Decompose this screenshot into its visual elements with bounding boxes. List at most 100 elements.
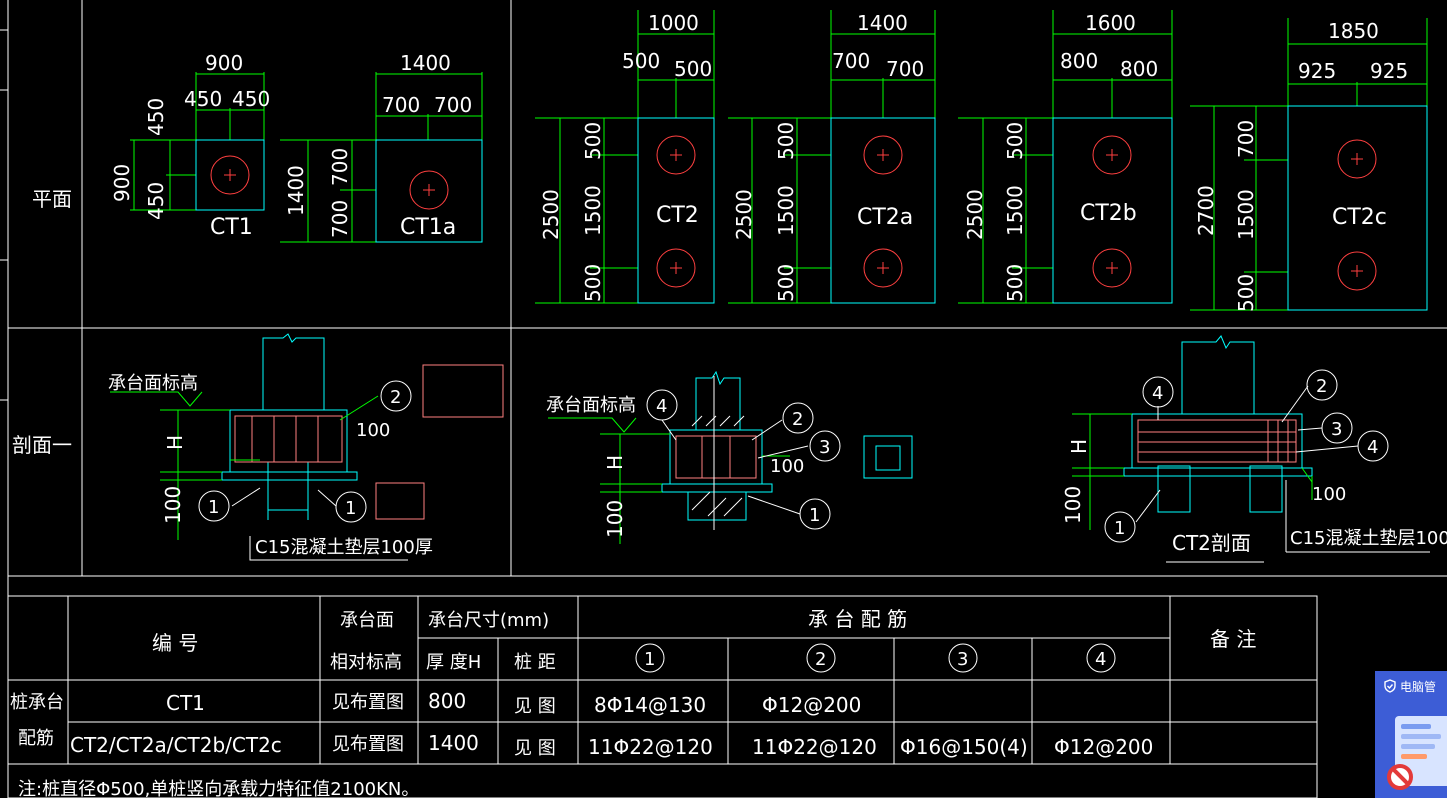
dim-left-b: 700: [328, 200, 352, 238]
dim-top-total: 900: [205, 51, 243, 75]
plan-ct2[interactable]: 1000 500 500 2500 500 1500 500 CT2: [535, 10, 715, 304]
dim-100-right: 100: [1312, 484, 1346, 505]
table-row[interactable]: CT2/CT2a/CT2b/CT2c 见布置图 1400 见 图 11Φ22@1…: [70, 731, 1153, 759]
dim-top-b: 500: [674, 57, 712, 81]
cell-id: CT2/CT2a/CT2b/CT2c: [70, 733, 282, 757]
section-title: CT2剖面: [1172, 531, 1251, 555]
plan-ct2c[interactable]: 1850 925 925 2700 700 1500 500 CT2c: [1190, 18, 1428, 312]
section-ct2-detail[interactable]: 承台面标高 H 100 100 4 2 3 1: [546, 370, 913, 544]
dim-100-left: 100: [603, 500, 627, 538]
table-row[interactable]: CT1 见布置图 800 见 图 8Φ14@130 Φ12@200: [166, 689, 861, 717]
dim-top-b: 800: [1120, 57, 1158, 81]
dim-top-a: 700: [832, 49, 870, 73]
dim-top-a: 700: [382, 93, 420, 117]
svg-text:2: 2: [390, 387, 401, 408]
svg-text:4: 4: [1095, 649, 1106, 670]
dim-top-b: 700: [886, 57, 924, 81]
shield-check-icon: [1384, 679, 1396, 693]
pile-circle: [210, 155, 250, 195]
marker-2: 2: [782, 402, 814, 434]
cap-label: CT2: [656, 203, 699, 228]
dim-top-a: 500: [622, 49, 660, 73]
leaders: [1135, 385, 1430, 563]
column-outline: [221, 333, 358, 520]
pile-circle-bottom: [1092, 248, 1132, 288]
dim-left-total: 1400: [284, 165, 308, 216]
dim-lines: [548, 417, 790, 544]
marker-2: 2: [1306, 369, 1338, 401]
header-elev-1: 承台面: [340, 610, 394, 631]
dim-top-total: 1850: [1328, 19, 1379, 43]
dim-lines: [130, 72, 265, 211]
cap-outline: [375, 139, 483, 243]
h-label: H: [603, 455, 627, 470]
rebar-cage: [1137, 419, 1297, 463]
cell-spacing: 见 图: [514, 738, 556, 759]
svg-text:3: 3: [957, 649, 968, 670]
header-size: 承台尺寸(mm): [428, 610, 549, 631]
plan-ct1a[interactable]: 1400 700 700 1400 700 700 CT1a: [280, 51, 483, 243]
dim-100-right: 100: [356, 420, 390, 441]
dim-top-b: 925: [1370, 59, 1408, 83]
side-label-2: 配筋: [18, 728, 54, 749]
cap-outline: [1052, 117, 1173, 304]
dim-left-b: 500: [774, 264, 798, 302]
section-ct2[interactable]: H 100 100 C15混凝土垫层100厚 CT2剖面 4 2 3 4 1: [1061, 335, 1447, 563]
marker-1b: 1: [335, 491, 367, 523]
dim-lines: [1190, 18, 1428, 311]
dim-top-a: 925: [1298, 59, 1336, 83]
leaders: [661, 419, 809, 515]
pile-circle-top: [1337, 139, 1377, 179]
dim-left-a: 500: [581, 122, 605, 160]
rebar-cage: [234, 364, 504, 520]
pile-circle-bottom: [656, 248, 696, 288]
security-popup[interactable]: 电脑管: [1375, 671, 1447, 798]
dim-left-b: 500: [1234, 274, 1258, 312]
cap-label: CT2c: [1332, 205, 1387, 230]
header-spacing: 桩 距: [514, 652, 556, 673]
elev-label: 承台面标高: [108, 373, 198, 394]
dim-lines: [958, 10, 1173, 304]
section-ct1[interactable]: 承台面标高 H 100 100 C15混凝土垫层100厚 1 1 2: [108, 333, 504, 561]
dim-lines: [535, 10, 715, 304]
rebar-table[interactable]: 编 号 承台面 相对标高 承台尺寸(mm) 厚 度H 桩 距 承 台 配 筋 1…: [7, 595, 1318, 798]
plan-ct2a[interactable]: 1400 700 700 2500 500 1500 500 CT2a: [728, 10, 936, 304]
cap-outline: [637, 117, 715, 304]
plan-ct1[interactable]: 900 450 450 900 450 450 CT1: [110, 51, 270, 240]
marker-4a: 4: [1142, 376, 1174, 408]
pile-circle-top: [863, 135, 903, 175]
cell-id: CT1: [166, 691, 205, 715]
pile-circle: [409, 170, 449, 210]
dim-left-a: 500: [1003, 122, 1027, 160]
dim-left-b: 500: [581, 264, 605, 302]
svg-text:1: 1: [208, 497, 219, 518]
dim-left-mid: 1500: [1003, 185, 1027, 236]
dim-left-a: 500: [774, 122, 798, 160]
svg-text:2: 2: [792, 409, 803, 430]
popup-header[interactable]: 电脑管: [1375, 671, 1447, 701]
svg-text:1: 1: [345, 498, 356, 519]
dim-left-total: 900: [110, 164, 134, 202]
plan-ct2b[interactable]: 1600 800 800 2500 500 1500 500 CT2b: [958, 10, 1173, 304]
cell-r4: Φ12@200: [1054, 735, 1153, 759]
svg-text:2: 2: [1316, 376, 1327, 397]
marker-1: 1: [1104, 511, 1136, 543]
dim-top-total: 1600: [1085, 11, 1136, 35]
table-grid: [7, 595, 1318, 798]
dim-top-a: 800: [1060, 49, 1098, 73]
dim-left-total: 2500: [963, 189, 987, 240]
c15-label: C15混凝土垫层100厚: [255, 537, 433, 558]
cap-label: CT1a: [400, 215, 456, 240]
dim-left-a: 700: [1234, 120, 1258, 158]
row-label-plan: 平面: [32, 187, 72, 211]
cap-label: CT2a: [857, 205, 913, 230]
marker-4b: 4: [1357, 430, 1389, 462]
hatch: [691, 376, 745, 530]
dim-top-total: 1400: [400, 51, 451, 75]
rebar-cage: [675, 435, 757, 479]
dim-left-mid: 1500: [581, 185, 605, 236]
header-rebar-1: 1: [635, 643, 665, 673]
dim-100-left: 100: [1061, 486, 1085, 524]
